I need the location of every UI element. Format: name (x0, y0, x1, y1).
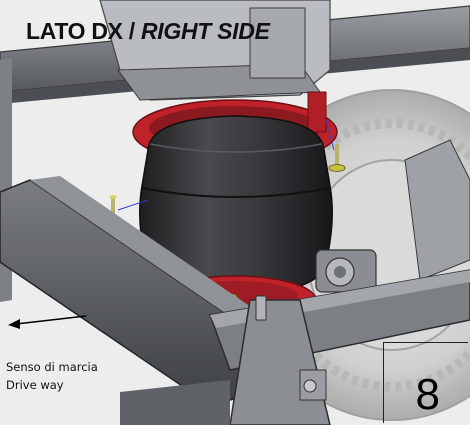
title-italic: RIGHT SIDE (141, 18, 270, 44)
lower-left-shadow (120, 380, 230, 425)
guide-line-left (117, 199, 149, 211)
u-bolt-bracket (229, 295, 331, 425)
axle-hardware (315, 139, 470, 293)
title-main: LATO DX / (26, 18, 135, 44)
direction-label-english: Drive way (6, 378, 64, 392)
page-number-box: 8 (383, 342, 468, 423)
direction-arrow (8, 315, 87, 329)
direction-label-italian: Senso di marcia (6, 360, 98, 374)
bolt-right (328, 144, 346, 172)
page-title: LATO DX / RIGHT SIDE (26, 18, 270, 45)
guide-line-right (325, 119, 335, 151)
chassis-frame-top (0, 0, 470, 104)
air-spring-bellows (139, 115, 333, 297)
page-number: 8 (415, 370, 440, 419)
